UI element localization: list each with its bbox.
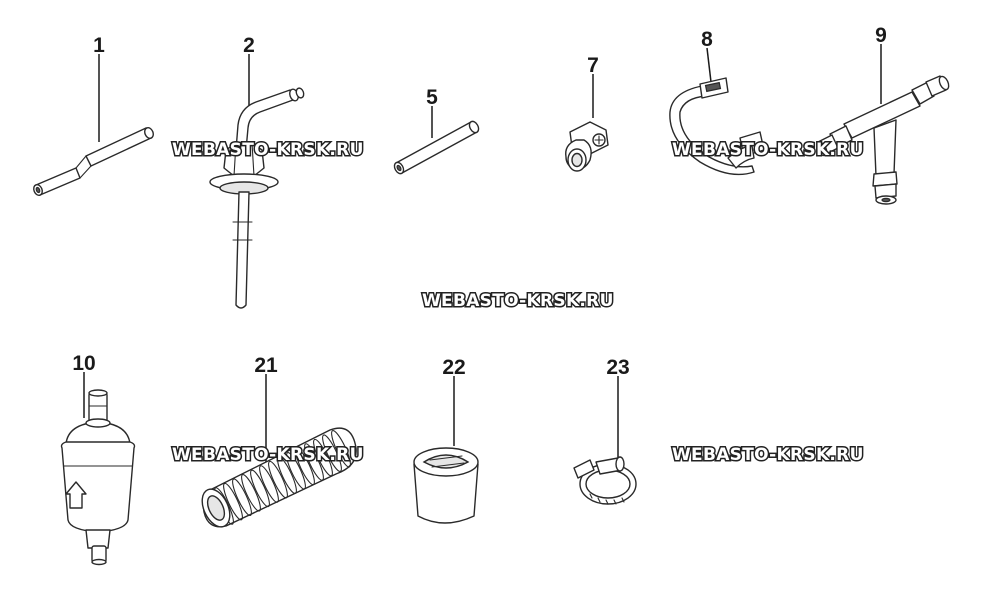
part-21: 21: [201, 354, 357, 528]
t-connector-icon: [816, 75, 950, 205]
part-number-8: 8: [701, 28, 713, 51]
part-23: 23: [573, 356, 637, 505]
part-number-9: 9: [875, 24, 887, 47]
sleeve-rib: [277, 456, 297, 494]
sleeve-rib: [268, 460, 288, 499]
fuel-filter-icon: [60, 389, 136, 566]
part-number-5: 5: [426, 86, 438, 109]
sleeve-rib: [286, 452, 306, 490]
sleeve-rib: [322, 434, 342, 472]
part-22: 22: [413, 356, 479, 524]
part-number-21: 21: [254, 354, 278, 377]
part-9: 9: [816, 24, 950, 205]
part-number-23: 23: [606, 356, 629, 379]
watermark-text: WEBASTO-KRSK.RU: [672, 445, 864, 465]
rubber-grommet-icon: [413, 447, 479, 524]
watermark-text: WEBASTO-KRSK.RU: [172, 140, 364, 160]
cable-tie-icon: [669, 77, 765, 176]
watermark-text: WEBASTO-KRSK.RU: [672, 140, 864, 160]
part-5: 5: [393, 86, 480, 175]
corrugated-sleeve-icon: [201, 427, 357, 528]
part-1: 1: [33, 34, 154, 196]
part-8: 8: [669, 28, 765, 176]
part-number-10: 10: [72, 352, 95, 375]
sleeve-rib: [241, 474, 261, 512]
leader-line-8: [706, 47, 712, 83]
part-number-7: 7: [587, 54, 599, 77]
fuel-standpipe-icon: [209, 87, 305, 309]
sleeve-rib: [304, 443, 324, 481]
short-pipe-icon: [393, 120, 480, 175]
part-2: 2: [209, 34, 305, 309]
watermark-text: WEBASTO-KRSK.RU: [422, 291, 614, 311]
hose-clamp-icon: [573, 456, 637, 505]
fuel-line-tube-icon: [33, 127, 154, 196]
part-number-2: 2: [243, 34, 255, 57]
part-7: 7: [565, 54, 609, 172]
watermark-text: WEBASTO-KRSK.RU: [172, 445, 364, 465]
sleeve-rib: [295, 447, 315, 486]
part-number-1: 1: [93, 34, 105, 57]
pipe-clamp-icon: [565, 121, 609, 172]
sleeve-rib: [250, 469, 270, 508]
part-number-22: 22: [442, 356, 465, 379]
part-10: 10: [60, 352, 136, 566]
sleeve-rib: [331, 430, 351, 468]
sleeve-rib: [223, 482, 243, 521]
sleeve-rib: [259, 465, 279, 503]
sleeve-rib: [232, 478, 252, 516]
sleeve-rib: [313, 438, 333, 477]
